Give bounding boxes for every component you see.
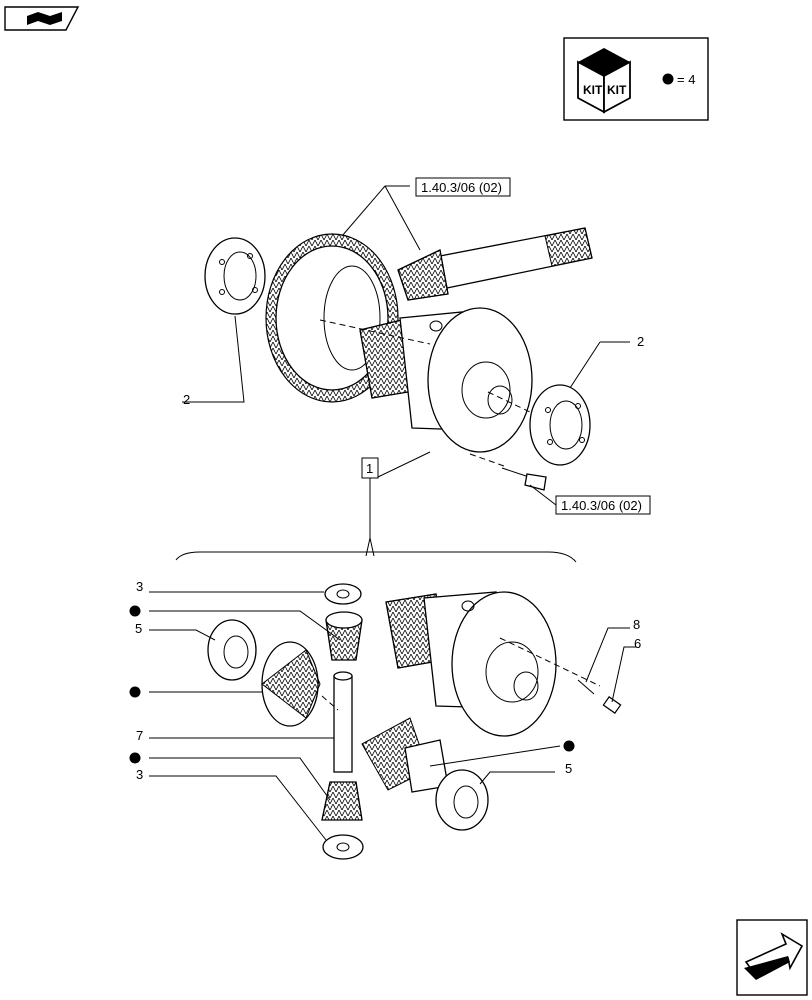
spring-pin [602, 696, 622, 714]
reference-box-top[interactable]: 1.40.3/06 (02) [415, 177, 511, 197]
bolt [501, 467, 547, 491]
callout-3-bottom: 3 [136, 767, 143, 782]
differential-housing [359, 307, 533, 453]
reference-box-bottom[interactable]: 1.40.3/06 (02) [555, 495, 651, 515]
shim-left [207, 619, 257, 681]
kit-label-left: KIT [583, 83, 603, 97]
kit-bullet-2 [129, 686, 141, 698]
thrust-washer-bottom [322, 834, 364, 860]
kit-equation: = 4 [677, 72, 695, 87]
callout-2-left: 2 [183, 392, 190, 407]
kit-bullet-4 [563, 740, 575, 752]
callout-1: 1 [366, 461, 373, 476]
right-bearing [529, 384, 591, 466]
planet-gear-top [325, 611, 363, 661]
differential-housing-exploded [385, 591, 557, 737]
side-gear-right [361, 717, 449, 793]
book-arrow-icon[interactable] [4, 6, 80, 31]
kit-label-right: KIT [607, 83, 627, 97]
group-bracket [175, 551, 577, 563]
kit-bullet-3 [129, 752, 141, 764]
kit-bullet-icon [662, 73, 674, 85]
side-gear-left [261, 641, 321, 727]
callout-8: 8 [633, 617, 640, 632]
kit-legend-box: KIT KIT = 4 [563, 37, 709, 121]
bracket-stem [365, 478, 375, 557]
thrust-washer-top [324, 583, 362, 605]
next-page-arrow-icon[interactable] [736, 919, 808, 996]
reference-label-top: 1.40.3/06 (02) [421, 180, 502, 195]
callout-7: 7 [136, 728, 143, 743]
callout-3-top: 3 [136, 579, 143, 594]
pinion-shaft [397, 227, 593, 301]
kit-bullet-1 [129, 605, 141, 617]
callout-5-left: 5 [135, 621, 142, 636]
reference-label-bottom: 1.40.3/06 (02) [561, 498, 642, 513]
callout-box-1[interactable]: 1 [361, 457, 379, 479]
kit-box-icon: KIT KIT [577, 48, 631, 114]
shim-right [435, 769, 489, 831]
callout-5-right: 5 [565, 761, 572, 776]
left-bearing [204, 237, 266, 315]
callout-6: 6 [634, 636, 641, 651]
planet-gear-bottom [321, 781, 363, 821]
callout-2-right: 2 [637, 334, 644, 349]
roll-pin [577, 679, 595, 695]
cross-pin [333, 671, 353, 773]
